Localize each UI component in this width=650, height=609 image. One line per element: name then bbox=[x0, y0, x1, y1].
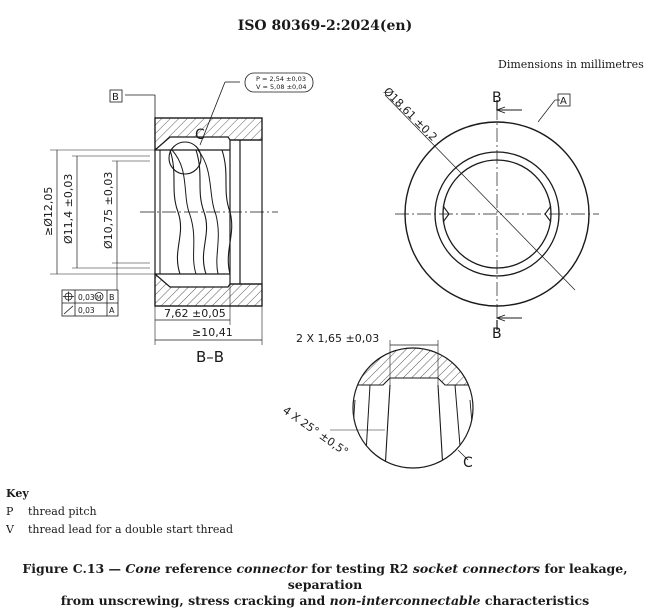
key-title: Key bbox=[6, 487, 29, 500]
svg-text:A: A bbox=[560, 96, 567, 107]
pitch-note: P = 2,54 ±0,03 V = 5,08 ±0,04 bbox=[244, 72, 314, 93]
dim-width165: 2 X 1,65 ±0,03 bbox=[296, 332, 379, 345]
section-marker-bottom: B bbox=[492, 326, 502, 342]
document-header: ISO 80369-2:2024(en) bbox=[237, 18, 413, 34]
dim-angle25: 4 X 25° ±0,5° bbox=[280, 404, 350, 459]
pitch-note-v: V = 5,08 ±0,04 bbox=[256, 83, 306, 91]
datum-b-flag: B bbox=[109, 89, 123, 103]
section-bottom-wall bbox=[154, 272, 263, 307]
dim-len762: 7,62 ±0,05 bbox=[164, 307, 226, 320]
gdt-row1-datum: B bbox=[109, 293, 115, 302]
datum-a-flag: A bbox=[557, 93, 571, 107]
figure-caption: Figure C.13 — Cone reference connector f… bbox=[22, 561, 628, 608]
technical-drawing: C B P = 2,54 ±0,03 V = 5,08 ±0,04 ≥Ø12,0… bbox=[42, 72, 599, 471]
section-label: B–B bbox=[196, 348, 224, 366]
dim-d11: Ø11,4 ±0,03 bbox=[62, 174, 75, 244]
section-view bbox=[50, 81, 278, 345]
detail-circle bbox=[352, 347, 474, 469]
dim-len1041: ≥10,41 bbox=[192, 326, 233, 339]
pitch-note-p: P = 2,54 ±0,03 bbox=[256, 75, 306, 83]
gdt-row2-tol: 0,03 bbox=[78, 306, 95, 315]
gdt-row1-tol: 0,03 bbox=[78, 293, 95, 302]
detail-view bbox=[330, 340, 474, 469]
section-marker-top: B bbox=[492, 90, 502, 106]
detail-circle-c bbox=[168, 141, 202, 175]
detail-label-c: C bbox=[195, 127, 205, 143]
gdt-row2-datum: A bbox=[109, 306, 115, 315]
end-view bbox=[384, 94, 599, 330]
dim-d10: Ø10,75 ±0,03 bbox=[102, 172, 115, 249]
dim-d12: ≥Ø12,05 bbox=[42, 187, 55, 236]
dim-d18: Ø18,61 ±0,2 bbox=[381, 85, 440, 144]
gdt-row1-mod: M bbox=[96, 294, 102, 302]
dimensions-note: Dimensions in millimetres bbox=[498, 58, 644, 71]
svg-text:B: B bbox=[112, 92, 119, 103]
detail-label-bottom: C bbox=[463, 455, 473, 471]
gdt-frame bbox=[61, 289, 119, 317]
